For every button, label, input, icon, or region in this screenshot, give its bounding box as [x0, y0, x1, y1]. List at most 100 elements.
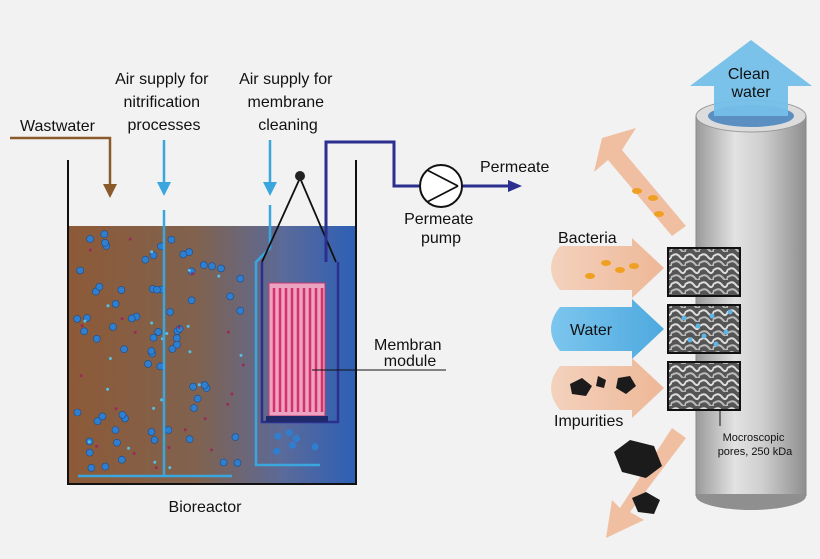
air-bubble — [200, 381, 209, 389]
air-bubble — [311, 443, 319, 451]
particle — [187, 268, 191, 272]
air-bubbles — [73, 230, 319, 472]
particle — [114, 407, 118, 411]
clean-water-label: Clean water — [728, 66, 774, 101]
air-bubble — [200, 261, 208, 269]
particle — [106, 387, 110, 391]
air-bubble — [118, 411, 127, 419]
permeate-pump-line-1: Permeate — [404, 211, 473, 228]
air-bubble — [113, 438, 121, 447]
air-bubble — [168, 345, 177, 353]
nitrification-aeration-pipe — [78, 210, 232, 478]
particle — [88, 248, 92, 252]
air-bubble — [101, 462, 110, 471]
air-bubble — [150, 436, 159, 444]
air-bubble — [154, 328, 162, 336]
particle — [108, 357, 112, 360]
air-bubble — [236, 306, 245, 315]
particle — [167, 446, 171, 450]
impurities-arrow — [551, 358, 664, 418]
particle — [133, 330, 137, 334]
bacteria-label: Bacteria — [558, 230, 617, 247]
particle — [165, 332, 169, 335]
air-bubble — [111, 426, 120, 434]
rejected-impurities-arrow — [606, 428, 686, 538]
particle — [154, 466, 158, 470]
particle — [106, 304, 110, 308]
air-bubble — [236, 274, 245, 283]
water-label: Water — [570, 322, 613, 339]
air-bubble — [231, 433, 240, 441]
air-bubble — [144, 360, 152, 368]
air-bubble — [179, 250, 188, 259]
air-membrane-arrow — [263, 140, 277, 196]
water-arrow — [551, 299, 664, 359]
air-bubble — [80, 327, 88, 336]
air-bubble — [120, 345, 128, 354]
wastewater-inflow-arrow — [10, 136, 117, 198]
particle — [241, 363, 245, 367]
air-bubble — [292, 435, 300, 442]
air-nitrification-label: Air supply for nitrification processes — [115, 71, 213, 134]
pores-label: Mocroscopic pores, 250 kDa — [718, 432, 793, 458]
permeate-pump-line-2: pump — [421, 230, 461, 247]
air-bubble — [87, 463, 96, 472]
particle — [226, 330, 230, 334]
particle — [152, 406, 156, 410]
air-bubble — [274, 432, 282, 440]
particle — [177, 325, 181, 329]
air-bubble — [149, 333, 158, 342]
air-bubble — [117, 286, 126, 294]
permeate-arrowhead — [508, 180, 522, 192]
pores-line-1: Mocroscopic — [723, 432, 785, 444]
air-bubble — [73, 315, 81, 323]
air-bubble — [217, 264, 225, 273]
clean-water-line-2: water — [730, 84, 771, 101]
air-bubble — [226, 292, 234, 301]
air-bubble — [273, 447, 281, 455]
permeate-pump-label: Permeate pump — [404, 211, 478, 247]
pump-icon — [419, 164, 463, 208]
particle — [197, 383, 201, 387]
particle — [209, 448, 213, 452]
air-bubble — [86, 235, 94, 243]
air-bubble — [93, 417, 102, 426]
particle — [150, 250, 154, 254]
particle — [160, 398, 164, 402]
particle — [95, 444, 99, 448]
membrane-module-icon — [260, 171, 340, 424]
air-bubble — [219, 458, 228, 467]
air-bubble — [149, 251, 158, 260]
air-nitrification-arrow — [157, 140, 171, 196]
air-bubble — [95, 282, 104, 291]
particle — [186, 324, 190, 328]
particle — [188, 350, 192, 354]
air-bubble — [193, 394, 202, 403]
air-bubble — [85, 448, 94, 457]
particle — [87, 440, 91, 444]
membrane-module-line-1: Membran — [374, 337, 442, 354]
air-bubble — [141, 255, 150, 264]
impurities-label: Impurities — [554, 413, 623, 430]
air-bubble — [187, 296, 196, 305]
particle — [79, 374, 83, 378]
clean-water-line-1: Clean — [728, 66, 770, 83]
air-bubble — [289, 441, 296, 449]
air-nitrification-line-1: Air supply for — [115, 71, 209, 88]
membrane-module-line-2: module — [384, 353, 437, 370]
air-bubble — [173, 340, 181, 349]
membrane-aeration-pipe — [254, 205, 320, 467]
air-bubble — [189, 382, 197, 391]
air-bubble — [111, 300, 120, 308]
air-bubble — [233, 459, 242, 467]
air-bubble — [127, 314, 136, 323]
air-bubble — [153, 285, 161, 294]
air-bubble — [100, 230, 109, 238]
rejected-bacteria-arrow — [594, 128, 686, 236]
air-nitrification-line-2: nitrification — [124, 94, 200, 111]
particle — [150, 321, 154, 325]
air-bubble — [98, 412, 107, 421]
particle — [190, 272, 194, 276]
air-bubble — [118, 455, 126, 464]
